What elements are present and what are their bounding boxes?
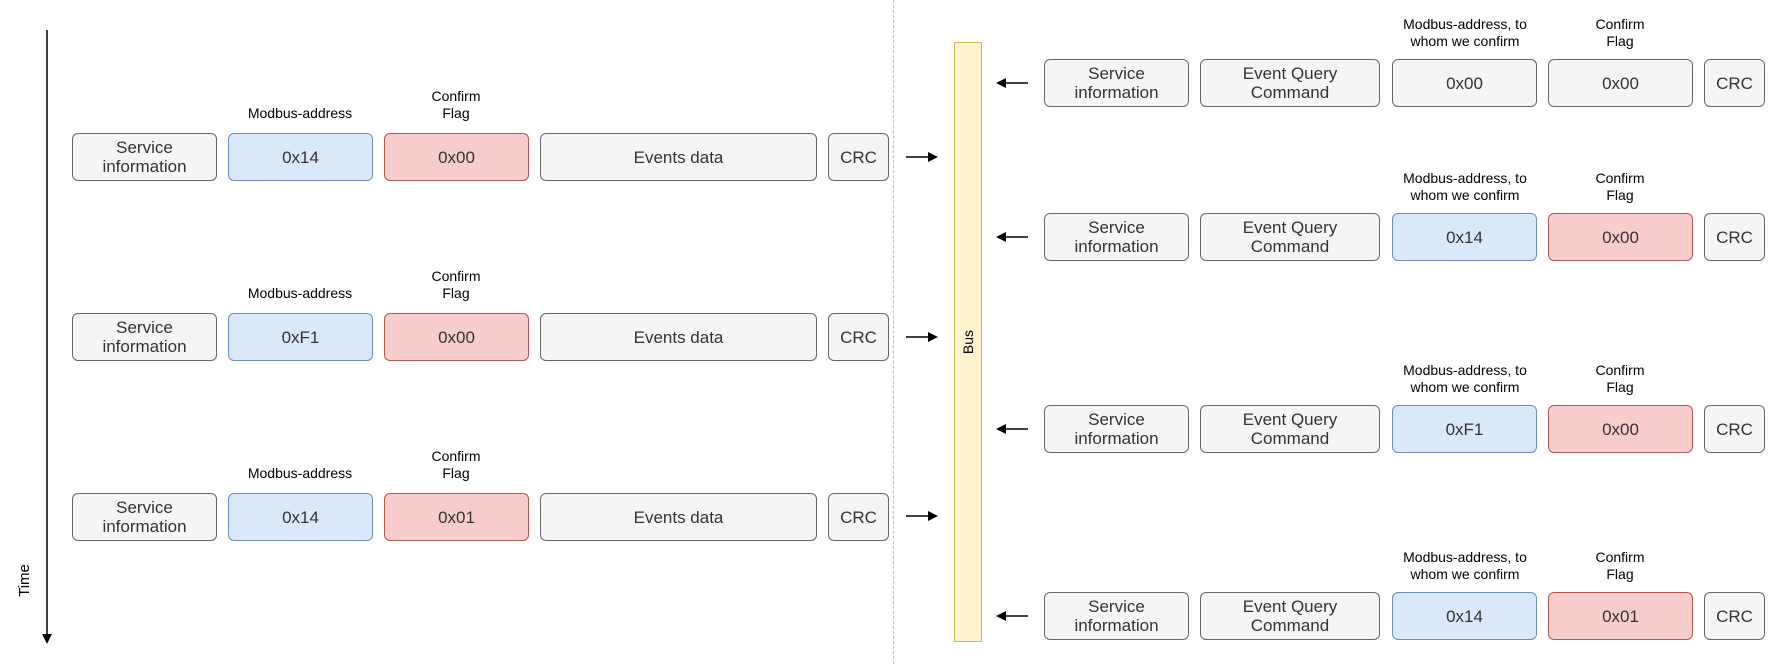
crc-field: CRC: [828, 313, 889, 361]
modbus-address-field: 0x14: [228, 493, 373, 541]
flag-label: Confirm Flag: [1595, 362, 1645, 395]
events-data-field: Events data: [540, 313, 817, 361]
event-query-command-field: Event Query Command: [1200, 213, 1380, 261]
confirm-flag-field: 0x01: [1548, 592, 1693, 640]
flag-label: Confirm Flag: [431, 268, 481, 301]
modbus-address-field: 0xF1: [228, 313, 373, 361]
arrow-from-bus-icon: [996, 611, 1028, 621]
address-label: Modbus-address: [247, 285, 353, 301]
arrow-from-bus-icon: [996, 232, 1028, 242]
confirm-flag-field: 0x00: [1548, 213, 1693, 261]
address-label: Modbus-address, to whom we confirm: [1403, 16, 1527, 49]
address-label: Modbus-address: [247, 465, 353, 481]
service-information-field: Service information: [72, 493, 217, 541]
address-label: Modbus-address, to whom we confirm: [1403, 362, 1527, 395]
confirm-flag-field: 0x00: [384, 313, 529, 361]
crc-field: CRC: [1704, 405, 1765, 453]
arrow-to-bus-icon: [906, 152, 938, 162]
event-query-command-field: Event Query Command: [1200, 592, 1380, 640]
confirm-flag-field: 0x01: [384, 493, 529, 541]
crc-field: CRC: [1704, 59, 1765, 107]
service-information-field: Service information: [72, 313, 217, 361]
crc-field: CRC: [828, 493, 889, 541]
modbus-address-field: 0xF1: [1392, 405, 1537, 453]
bus-bar: [954, 42, 982, 642]
event-query-command-field: Event Query Command: [1200, 59, 1380, 107]
modbus-address-field: 0x14: [228, 133, 373, 181]
service-information-field: Service information: [1044, 592, 1189, 640]
modbus-address-field: 0x14: [1392, 592, 1537, 640]
confirm-flag-field: 0x00: [1548, 405, 1693, 453]
arrow-from-bus-icon: [996, 78, 1028, 88]
modbus-address-field: 0x14: [1392, 213, 1537, 261]
confirm-flag-field: 0x00: [1548, 59, 1693, 107]
crc-field: CRC: [828, 133, 889, 181]
service-information-field: Service information: [1044, 405, 1189, 453]
modbus-address-field: 0x00: [1392, 59, 1537, 107]
events-data-field: Events data: [540, 493, 817, 541]
arrow-from-bus-icon: [996, 424, 1028, 434]
events-data-field: Events data: [540, 133, 817, 181]
arrow-to-bus-icon: [906, 511, 938, 521]
flag-label: Confirm Flag: [1595, 170, 1645, 203]
event-query-command-field: Event Query Command: [1200, 405, 1380, 453]
flag-label: Confirm Flag: [1595, 549, 1645, 582]
service-information-field: Service information: [1044, 59, 1189, 107]
flag-label: Confirm Flag: [431, 88, 481, 121]
address-label: Modbus-address, to whom we confirm: [1403, 549, 1527, 582]
arrow-to-bus-icon: [906, 332, 938, 342]
address-label: Modbus-address, to whom we confirm: [1403, 170, 1527, 203]
confirm-flag-field: 0x00: [384, 133, 529, 181]
flag-label: Confirm Flag: [431, 448, 481, 481]
flag-label: Confirm Flag: [1595, 16, 1645, 49]
divider-line: [893, 0, 894, 664]
crc-field: CRC: [1704, 592, 1765, 640]
time-label: Time: [15, 563, 33, 597]
service-information-field: Service information: [1044, 213, 1189, 261]
time-axis-arrow: [42, 30, 52, 644]
crc-field: CRC: [1704, 213, 1765, 261]
address-label: Modbus-address: [247, 105, 353, 121]
bus-label: Bus: [960, 329, 976, 355]
service-information-field: Service information: [72, 133, 217, 181]
